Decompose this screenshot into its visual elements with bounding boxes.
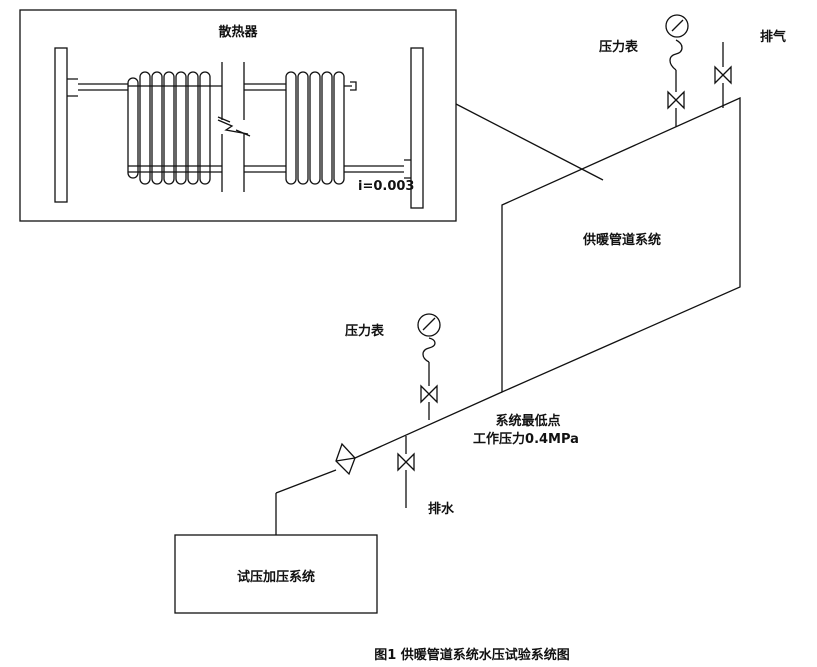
top-supply-pipe — [78, 83, 128, 91]
inset-frame — [19, 9, 457, 222]
lower-gauge-assembly — [417, 313, 441, 420]
figure-caption: 图1 供暖管道系统水压试验系统图 — [374, 647, 570, 663]
top-gauge-label: 压力表 — [599, 39, 639, 55]
vent-valve-icon — [714, 65, 732, 85]
lower-gauge-dial-icon — [417, 313, 441, 337]
right-riser — [410, 47, 424, 209]
left-riser — [54, 47, 68, 203]
heating-system-label: 供暖管道系统 — [582, 232, 661, 248]
radiator-right-block — [285, 71, 404, 185]
vent-label: 排气 — [760, 29, 786, 45]
inset-leader-line — [455, 103, 604, 181]
pressurize-system-label: 试压加压系统 — [237, 569, 315, 585]
vent-valve-assembly — [714, 42, 732, 108]
center-riser-with-break — [217, 62, 251, 192]
radiator-inset: 散热器 — [19, 9, 457, 222]
main-pipe-lower — [354, 391, 503, 459]
working-pressure-label: 工作压力0.4MPa — [473, 431, 579, 447]
slope-label: i=0.003 — [358, 179, 414, 194]
top-gauge-siphon — [669, 39, 683, 71]
drain-valve-assembly — [397, 436, 415, 508]
lower-gauge-label: 压力表 — [345, 323, 385, 339]
top-gauge-assembly — [665, 14, 689, 127]
right-tee — [404, 159, 411, 179]
main-line-valve-stem — [335, 457, 356, 462]
radiator-left-block — [127, 71, 222, 185]
lower-gauge-valve-icon — [420, 384, 438, 404]
drain-valve-icon — [397, 452, 415, 472]
lower-gauge-siphon — [422, 337, 436, 363]
inset-title: 散热器 — [218, 24, 258, 40]
main-pipe-to-elbow — [275, 469, 337, 494]
left-tee — [67, 78, 78, 97]
pressurize-system-box — [174, 534, 378, 614]
middle-connections — [244, 83, 286, 173]
top-gauge-valve-icon — [667, 90, 685, 110]
heating-system-box — [501, 96, 741, 393]
drain-label: 排水 — [428, 501, 455, 517]
lowest-point-label: 系统最低点 — [495, 413, 560, 429]
top-gauge-dial-icon — [665, 14, 689, 38]
